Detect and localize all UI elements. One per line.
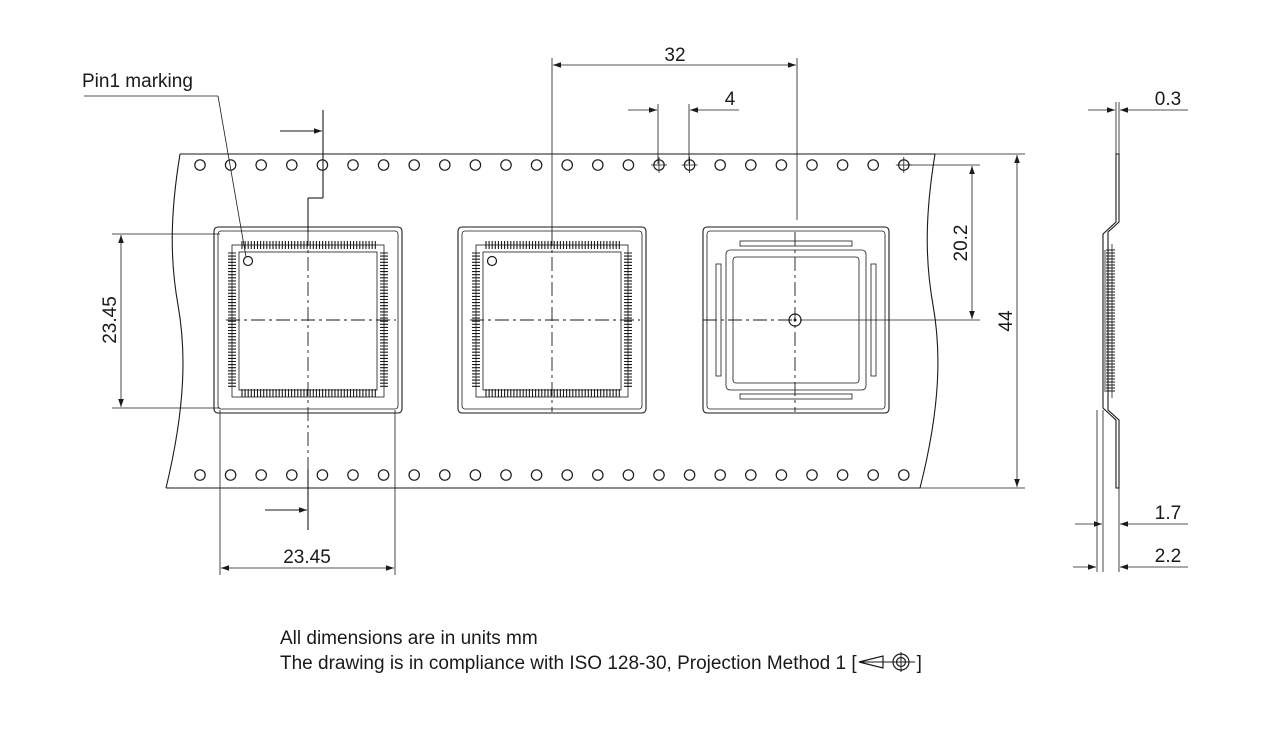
sprocket-hole [806, 159, 818, 171]
sprocket-hole [285, 159, 298, 171]
dimension-1-7: 1.7 [1075, 410, 1188, 572]
sprocket-hole [255, 469, 267, 481]
dimension-44: 44 [920, 153, 1025, 489]
note-projection-text: The drawing is in compliance with ISO 12… [280, 653, 857, 674]
sprocket-hole [653, 469, 665, 481]
dimension-pocket-height-label: 23.45 [100, 296, 121, 344]
sprocket-hole [561, 469, 573, 481]
sprocket-hole [408, 159, 420, 171]
note-projection-end: ] [916, 653, 922, 674]
pin1-callout: Pin1 marking [82, 71, 247, 258]
sprocket-hole [408, 469, 420, 481]
hole-crosshair [651, 157, 667, 173]
pin1-dot-2 [486, 255, 498, 267]
sprocket-hole [897, 469, 910, 481]
sprocket-hole [591, 469, 604, 481]
dimension-32: 32 [551, 45, 798, 232]
drawing-notes: All dimensions are in units mm The drawi… [280, 626, 922, 676]
sprocket-holes-bottom [194, 469, 910, 481]
pin1-marking-label: Pin1 marking [82, 71, 193, 92]
dimension-20-2-label: 20.2 [951, 225, 972, 262]
sprocket-hole [836, 469, 849, 481]
sprocket-hole [714, 469, 726, 481]
component-lead-rows [472, 241, 632, 397]
dimension-44-label: 44 [996, 310, 1017, 332]
pin1-dot [242, 255, 254, 267]
sprocket-hole [836, 159, 849, 171]
sprocket-hole [194, 469, 206, 481]
sprocket-hole [714, 159, 726, 171]
sprocket-hole [469, 469, 482, 481]
dimension-4: 4 [628, 89, 739, 164]
side-leads [1106, 248, 1115, 394]
sprocket-hole [591, 159, 604, 171]
sprocket-hole [194, 159, 206, 171]
hole-crosshair [681, 157, 698, 173]
sprocket-hole [224, 469, 237, 481]
dimension-pocket-height: 23.45 [100, 233, 220, 409]
dimension-2-2-label: 2.2 [1155, 546, 1181, 567]
center-lines [226, 232, 796, 470]
lead-hatch [472, 241, 632, 397]
sprocket-hole [285, 469, 298, 481]
sprocket-hole [806, 469, 818, 481]
sprocket-hole [316, 469, 329, 481]
sprocket-hole [683, 469, 696, 481]
sprocket-hole [500, 159, 512, 171]
dimension-0-3: 0.3 [1088, 89, 1188, 154]
sprocket-hole [744, 159, 757, 171]
sprocket-hole [561, 159, 573, 171]
component-lead-rows [228, 241, 388, 397]
side-view [1102, 153, 1120, 489]
dimension-20-2: 20.2 [800, 164, 980, 321]
sprocket-hole [530, 159, 543, 171]
sprocket-hole [775, 159, 788, 171]
sprocket-hole [438, 159, 451, 171]
sprocket-holes-top [194, 157, 912, 173]
sprocket-hole [622, 469, 635, 481]
dimension-0-3-label: 0.3 [1155, 89, 1181, 110]
side-lead-hatch [1106, 249, 1115, 392]
sprocket-hole [500, 469, 512, 481]
sprocket-hole [438, 469, 451, 481]
sprocket-hole [255, 159, 267, 171]
section-markers [265, 110, 324, 530]
sprocket-hole [775, 469, 788, 481]
dimension-1-7-label: 1.7 [1155, 503, 1181, 524]
sprocket-hole [347, 469, 359, 481]
dimension-4-label: 4 [725, 89, 736, 110]
note-projection: The drawing is in compliance with ISO 12… [280, 651, 922, 676]
note-units: All dimensions are in units mm [280, 628, 538, 649]
sprocket-hole [622, 159, 635, 171]
carrier-tape [165, 153, 939, 489]
dimension-pocket-width-label: 23.45 [283, 547, 331, 568]
sprocket-hole [744, 469, 757, 481]
dimension-pocket-width: 23.45 [219, 410, 396, 575]
dimension-32-label: 32 [664, 45, 685, 66]
sprocket-hole [530, 469, 543, 481]
lead-hatch [228, 241, 388, 397]
dimension-2-2: 2.2 [1073, 410, 1188, 572]
sprocket-hole [316, 159, 329, 171]
sprocket-hole [469, 159, 482, 171]
sprocket-hole [867, 159, 879, 171]
first-angle-projection-icon [858, 652, 915, 672]
sprocket-hole [377, 469, 390, 481]
sprocket-hole [867, 469, 879, 481]
sprocket-hole [377, 159, 390, 171]
sprocket-hole [347, 159, 359, 171]
